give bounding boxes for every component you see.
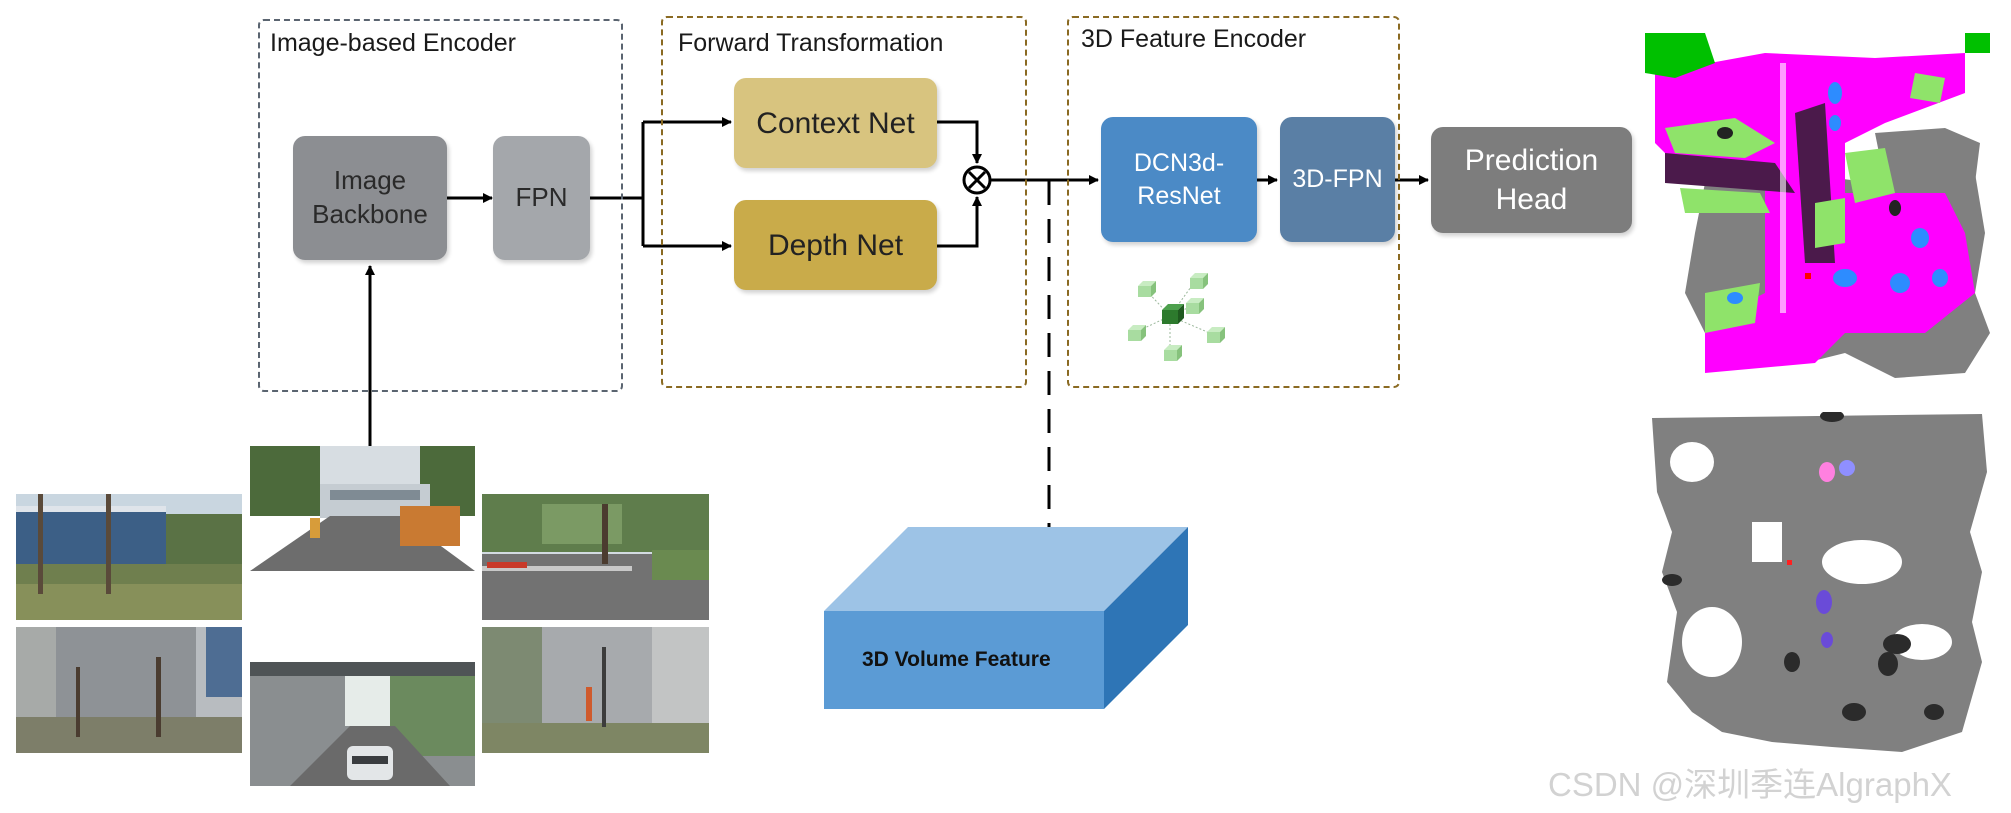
depth-net-block: Depth Net	[734, 200, 937, 290]
arrow-context-to-multiply	[937, 120, 982, 164]
image-encoder-title: Image-based Encoder	[270, 29, 516, 57]
dcn3d-line1: DCN3d-	[1133, 149, 1225, 177]
camera-front-right-image	[482, 494, 709, 620]
multiply-operator-icon	[962, 165, 992, 195]
context-net-block: Context Net	[734, 78, 937, 168]
arrow-depth-to-multiply	[937, 196, 982, 248]
camera-front-image	[250, 446, 475, 571]
camera-back-right-image	[482, 627, 709, 753]
image-backbone-line1: Image	[333, 165, 407, 196]
fpn-label: FPN	[515, 182, 568, 213]
dcn3d-resnet-block: DCN3d- ResNet	[1101, 117, 1257, 242]
camera-back-image	[250, 662, 475, 786]
watermark-text: CSDN @深圳季连AlgraphX	[1548, 766, 1952, 803]
forward-transformation-group: Forward Transformation	[661, 16, 1027, 388]
deformable-cubes-icon	[1128, 273, 1225, 361]
prediction-head-line2: Head	[1495, 183, 1568, 216]
volume-front-face	[824, 611, 1104, 709]
image-backbone-line2: Backbone	[312, 199, 428, 229]
semantic-occupancy-map	[1645, 33, 1990, 378]
fpn-3d-block: 3D-FPN	[1280, 117, 1395, 242]
forward-transformation-title: Forward Transformation	[678, 29, 944, 57]
feature-encoder-3d-title: 3D Feature Encoder	[1081, 25, 1307, 53]
volume-feature-label: 3D Volume Feature	[862, 648, 1051, 671]
volume-side-face	[1104, 527, 1188, 709]
camera-back-left-image	[16, 627, 242, 753]
image-encoder-group: Image-based Encoder	[258, 19, 623, 392]
cube-center	[1162, 304, 1184, 324]
volume-top-face	[824, 527, 1188, 611]
prediction-head-block: Prediction Head	[1431, 127, 1632, 233]
volume-feature-box	[824, 527, 1188, 709]
context-net-label: Context Net	[756, 106, 915, 140]
feature-encoder-3d-group: 3D Feature Encoder	[1067, 16, 1400, 388]
dcn3d-line2: ResNet	[1137, 181, 1221, 210]
fpn-3d-label: 3D-FPN	[1292, 165, 1383, 194]
binary-occupancy-map	[1652, 412, 1987, 752]
depth-net-label: Depth Net	[767, 228, 904, 262]
fpn-block: FPN	[493, 136, 590, 260]
prediction-head-line1: Prediction	[1464, 144, 1599, 177]
camera-front-left-image	[16, 494, 242, 620]
image-backbone-block: Image Backbone	[293, 136, 447, 260]
